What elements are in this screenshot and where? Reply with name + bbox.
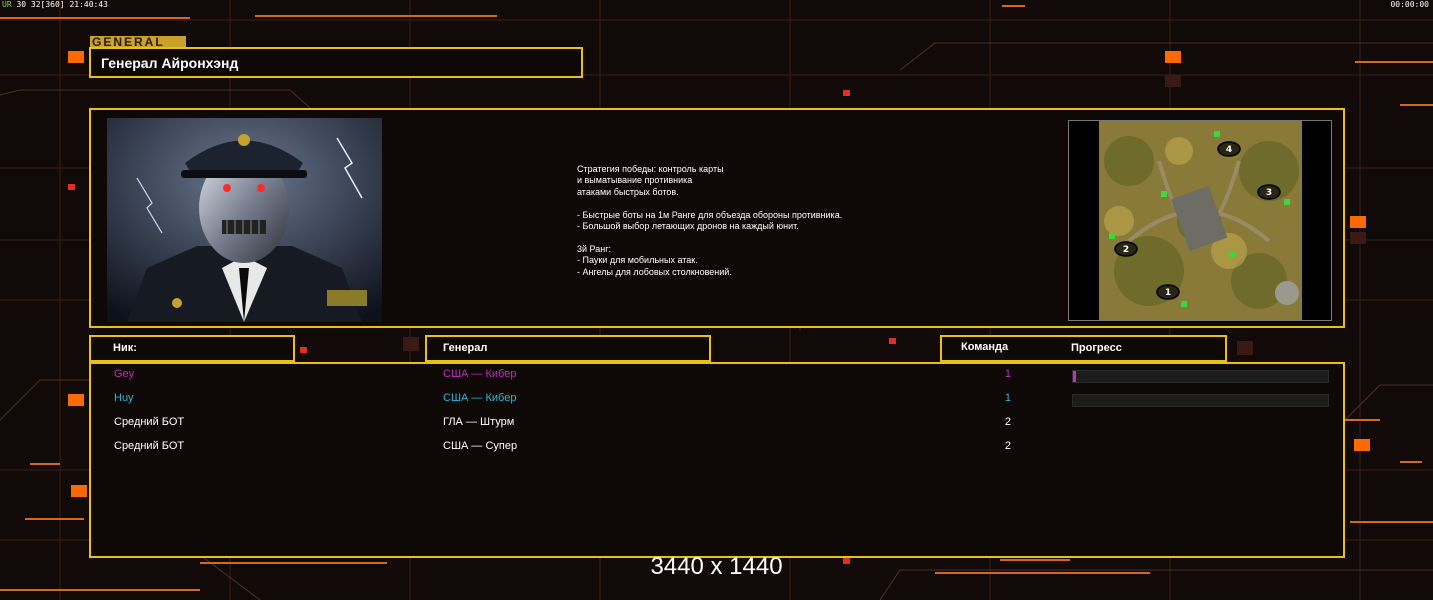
player-progress-bar: [1072, 394, 1329, 407]
start-position-1: 1: [1165, 288, 1171, 298]
column-label-nick: Ник:: [113, 342, 137, 354]
player-nick: Gey: [114, 368, 135, 380]
player-nick: Средний БОТ: [114, 440, 185, 452]
start-position-2: 2: [1123, 245, 1129, 255]
players-list: Gey США — Кибер 1 Huy США — Кибер 1 Сред…: [89, 362, 1345, 558]
strategy-description: Стратегия победы: контроль карты и вымат…: [577, 164, 843, 277]
player-nick: Huy: [114, 392, 134, 404]
title-box: Генерал Айронхэнд: [89, 47, 583, 78]
player-general: США — Кибер: [443, 392, 517, 404]
status-text: 30 32[360] 21:40:43: [11, 0, 108, 9]
start-position-4: 4: [1226, 145, 1232, 155]
column-header-general: Генерал: [425, 335, 711, 362]
status-bar-left: UR 30 32[360] 21:40:43: [2, 0, 108, 9]
player-nick: Средний БОТ: [114, 416, 185, 428]
player-row[interactable]: Huy США — Кибер 1: [91, 392, 1343, 410]
map-preview[interactable]: 4 3 2 1: [1068, 120, 1332, 321]
player-progress-bar: [1072, 370, 1329, 383]
player-row[interactable]: Средний БОТ США — Супер 2: [91, 440, 1343, 458]
player-team: 1: [1004, 392, 1011, 404]
progress-fill: [1073, 371, 1076, 382]
player-row[interactable]: Gey США — Кибер 1: [91, 368, 1343, 386]
general-title: Генерал Айронхэнд: [101, 55, 239, 71]
player-team: 2: [1004, 440, 1011, 452]
column-header-team-progress: Команда Прогресс: [940, 335, 1227, 362]
column-header-nick: Ник:: [89, 335, 295, 362]
start-position-3: 3: [1266, 188, 1272, 198]
player-row[interactable]: Средний БОТ ГЛА — Штурм 2: [91, 416, 1343, 434]
resolution-label: 3440 x 1440: [650, 553, 783, 580]
column-label-progress: Прогресс: [1071, 342, 1122, 354]
status-bar-right: 00:00:00: [1390, 0, 1429, 9]
general-portrait: [107, 118, 382, 322]
general-tag: GENERAL: [90, 36, 186, 48]
player-general: ГЛА — Штурм: [443, 416, 515, 428]
status-prefix: UR: [2, 0, 12, 9]
column-label-general: Генерал: [443, 342, 488, 354]
player-general: США — Супер: [443, 440, 518, 452]
player-team: 2: [1004, 416, 1011, 428]
column-label-team: Команда: [961, 341, 1009, 353]
general-info-panel: Стратегия победы: контроль карты и вымат…: [89, 108, 1345, 328]
player-team: 1: [1004, 368, 1011, 380]
player-general: США — Кибер: [443, 368, 517, 380]
